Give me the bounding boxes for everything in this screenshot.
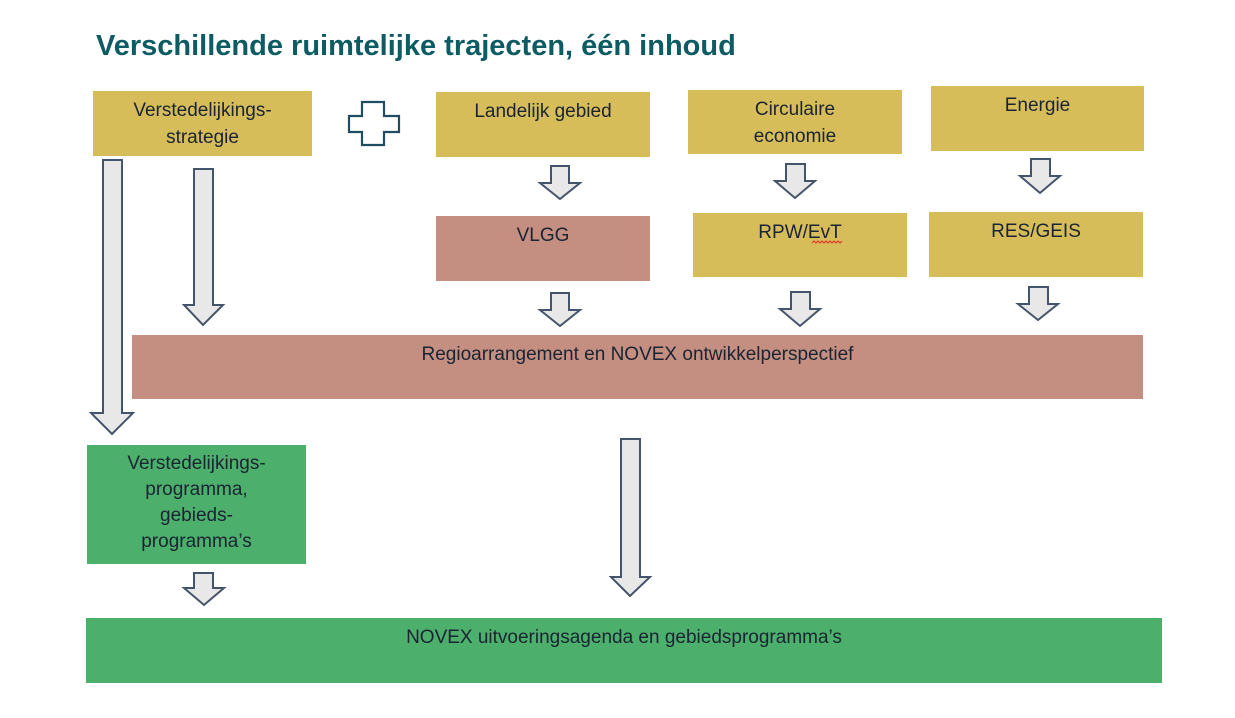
box-regioarrangement-label: Regioarrangement en NOVEX ontwikkelpersp… (422, 341, 854, 368)
text-line: Circulaire (754, 99, 836, 120)
spellcheck-underline (811, 240, 843, 244)
plus-icon (347, 100, 401, 147)
box-uitvoeringsagenda: NOVEX uitvoeringsagenda en gebiedsprogra… (86, 618, 1162, 683)
box-verstedelijkingsstrategie: Verstedelijkings-strategie (93, 91, 312, 156)
box-landelijk-gebied-label: Landelijk gebied (474, 98, 611, 125)
text-line: Landelijk gebied (474, 101, 612, 122)
text-line: programma’s (141, 531, 252, 552)
box-uitvoeringsagenda-label: NOVEX uitvoeringsagenda en gebiedsprogra… (406, 624, 842, 651)
text-line: Verstedelijkings- (133, 100, 272, 121)
box-res-geis-label: RES/GEIS (991, 218, 1081, 245)
box-vlgg: VLGG (436, 216, 650, 281)
text-line: RES/GEIS (991, 221, 1081, 242)
box-verstedelijkingsstrategie-label: Verstedelijkings-strategie (133, 97, 271, 151)
box-res-geis: RES/GEIS (929, 212, 1143, 277)
box-verstedelijkingsprogramma: Verstedelijkings-programma, gebieds-progr… (87, 445, 306, 564)
text-line: gebieds- (160, 505, 233, 526)
box-circulaire-economie: Circulaire economie (688, 90, 902, 154)
text-line: NOVEX uitvoeringsagenda en gebiedsprogra… (406, 627, 842, 648)
down-arrow-icon (537, 165, 583, 201)
box-energie-label: Energie (1005, 92, 1071, 119)
box-landelijk-gebied: Landelijk gebied (436, 92, 650, 157)
down-arrow-icon (181, 572, 227, 607)
down-arrow-icon (772, 163, 818, 200)
down-arrow-icon (537, 292, 583, 328)
down-arrow-icon (608, 438, 653, 598)
text-line: programma, (145, 479, 248, 500)
text-line: Verstedelijkings- (127, 453, 266, 474)
down-arrow-icon (777, 291, 823, 328)
box-vlgg-label: VLGG (517, 222, 570, 249)
text-line: strategie (166, 127, 239, 148)
down-arrow-icon (1015, 286, 1061, 322)
down-arrow-icon (181, 168, 226, 327)
down-arrow-icon (88, 159, 136, 436)
box-regioarrangement: Regioarrangement en NOVEX ontwikkelpersp… (132, 335, 1143, 399)
text-line: economie (753, 126, 837, 147)
box-verstedelijkingsprogramma-label: Verstedelijkings-programma, gebieds-progr… (127, 451, 265, 555)
page-title: Verschillende ruimtelijke trajecten, één… (96, 30, 736, 62)
box-energie: Energie (931, 86, 1144, 151)
text-line: VLGG (516, 225, 570, 246)
text-line: Energie (1004, 95, 1071, 116)
text-line: RPW/EvT (758, 222, 842, 243)
box-rpw-evt-label: RPW/EvT (758, 219, 841, 246)
text-line: Regioarrangement en NOVEX ontwikkelpersp… (421, 344, 854, 365)
box-circulaire-economie-label: Circulaire economie (754, 96, 836, 150)
down-arrow-icon (1017, 158, 1063, 195)
box-rpw-evt: RPW/EvT (693, 213, 907, 277)
